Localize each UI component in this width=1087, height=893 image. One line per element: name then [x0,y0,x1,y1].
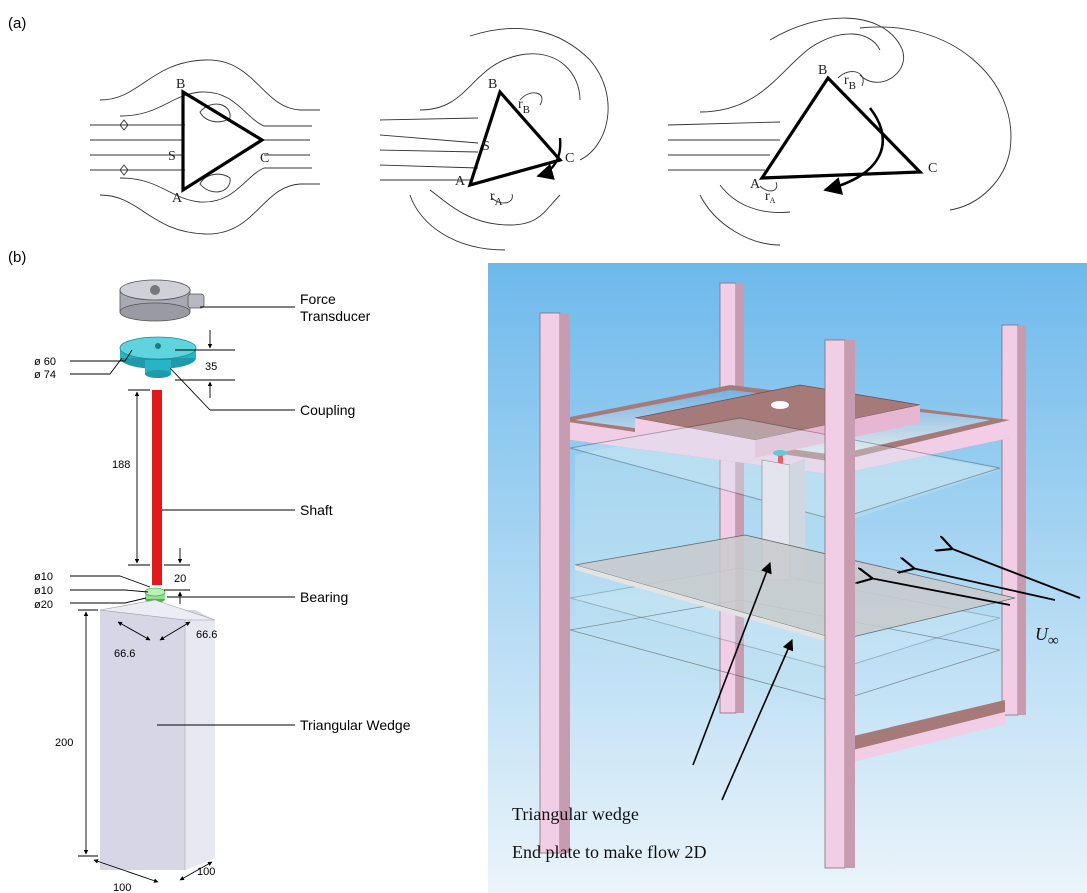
label-shaft: Shaft [300,502,333,518]
flow-stage-3: B rB C A rA [667,17,1012,246]
vertex-c-1: C [260,151,269,166]
flow-stage-2: B rB S C A rA [379,27,609,251]
vertex-a-1: A [172,191,183,206]
triangle-stage-1 [181,89,266,193]
dim-d74: ø 74 [34,369,56,381]
dim-d10b: ø10 [34,585,53,597]
label-u-inf: U∞ [1035,624,1059,649]
coupling-illustration [119,336,197,378]
label-bearing: Bearing [300,589,348,605]
vortex-ra-3: rA [765,189,776,205]
vortex-ra-2: rA [490,189,503,208]
vertex-s-1: S [168,149,176,164]
streamlines-stage-2 [379,27,609,251]
flow-arrow-1 [950,548,1081,599]
rotation-arrow-2 [536,137,562,180]
label-coupling: Coupling [300,402,355,418]
label-render-wedge: Triangular wedge [512,804,639,824]
label-transducer: Transducer [300,308,371,324]
vertex-c-3: C [928,161,937,176]
vertex-b-1: B [176,77,185,92]
dim-200: 200 [55,737,73,749]
rotation-arrow-3 [823,107,885,195]
dim-100-side: 100 [197,866,215,878]
dim-100-front: 100 [113,882,131,893]
vertex-s-2: S [482,139,490,154]
vortex-rb-3: rB [844,73,856,92]
label-force: Force [300,291,336,307]
dim-35: 35 [205,361,217,373]
dim-188: 188 [112,459,130,471]
dim-20: 20 [174,573,186,585]
shaft-illustration [152,390,162,585]
force-transducer-illustration [119,279,205,322]
flow-arrow-2 [912,568,1056,601]
triangle-stage-3 [758,75,924,180]
vertex-a-3: A [750,177,761,192]
streamlines-stage-3 [667,17,1012,246]
vertex-a-2: A [455,174,466,189]
label-end-plate: End plate to make flow 2D [512,842,706,862]
flow-arrow-3 [870,578,1011,606]
wedge-illustration [99,599,216,870]
flow-stage-1: B S C A [90,59,320,235]
dim-d20: ø20 [34,599,53,611]
dim-d10a: ø10 [34,571,53,583]
vertex-c-2: C [565,151,574,166]
dim-66-right: 66.6 [196,629,217,641]
vertex-b-2: B [488,77,497,92]
instrument-schematic: Force Transducer Coupling Shaft Bearing … [34,279,411,893]
dim-d60: ø 60 [34,356,56,368]
dimensions: ø 60 ø 74 35 188 20 ø10 [34,330,235,893]
flume-render: U∞ Triangular wedge End plate to make fl… [488,263,1087,893]
panel-b-label: (b) [8,249,26,266]
leader-lines [157,306,295,726]
vertex-b-3: B [818,63,827,78]
dim-66-left: 66.6 [114,648,135,660]
triangle-stage-2 [467,88,563,188]
label-triangular-wedge: Triangular Wedge [300,717,411,733]
pointer-end-plate [721,638,794,801]
panel-a-label: (a) [8,15,26,32]
streamlines-stage-1 [90,59,320,235]
vortex-rb-2: rB [518,97,530,116]
pointer-wedge [692,561,772,766]
bearing-illustration [144,587,166,603]
